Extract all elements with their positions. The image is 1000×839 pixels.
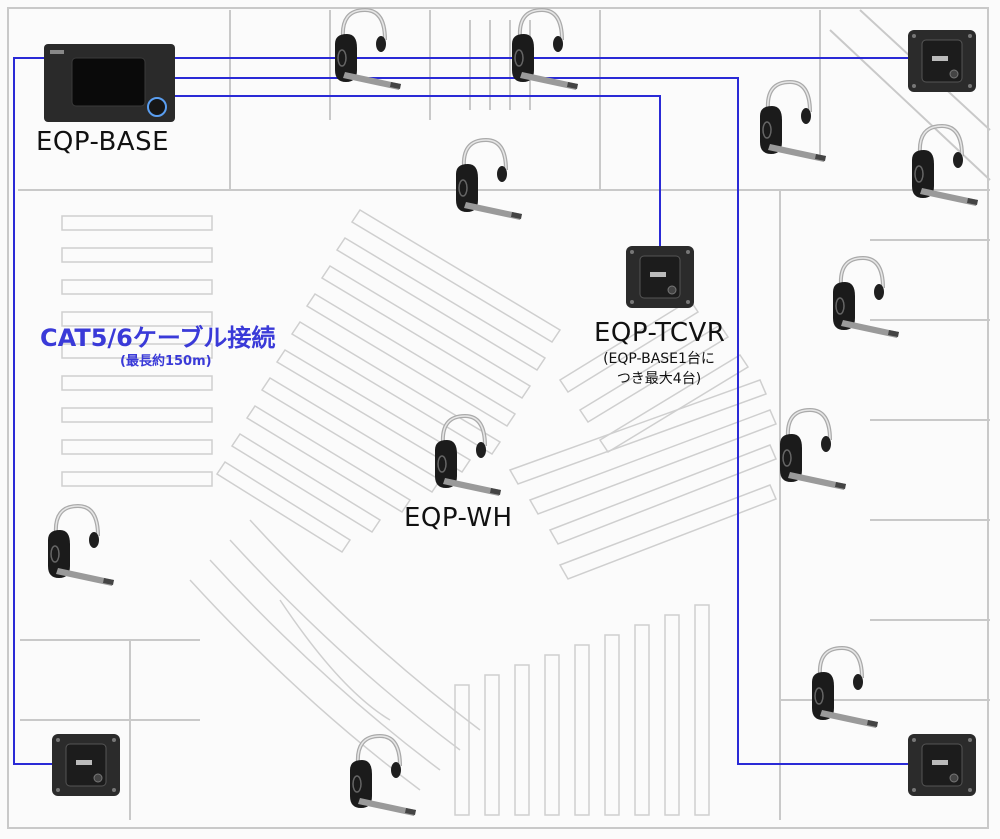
headset-icon (810, 646, 880, 730)
headset-icon (758, 80, 828, 164)
cable-label: CAT5/6ケーブル接続 (40, 324, 276, 352)
tcvr-label: EQP-TCVR (594, 318, 726, 348)
transceiver-icon (907, 29, 977, 93)
headset-icon (433, 414, 503, 498)
headset-icon (348, 734, 418, 818)
cable-note: (最長約150m) (120, 354, 212, 369)
headset-icon (454, 138, 524, 222)
base-label: EQP-BASE (36, 127, 170, 157)
transceiver-icon (625, 245, 695, 309)
transceiver-icon (51, 733, 121, 797)
transceiver-icon (907, 733, 977, 797)
headset-icon (778, 408, 848, 492)
headset-icon (46, 504, 116, 588)
cable-to-bottom-right-tcvr (175, 77, 910, 765)
headset-icon (910, 124, 980, 208)
headset-icon (831, 256, 901, 340)
headset-icon (510, 8, 580, 92)
tcvr-note-line1: (EQP-BASE1台に (603, 351, 715, 367)
cable-to-bottom-left-tcvr (13, 57, 56, 765)
headset-icon (333, 8, 403, 92)
headset-label: EQP-WH (404, 503, 513, 533)
tcvr-note-line2: つき最大4台) (616, 371, 702, 387)
base-station-icon (44, 44, 175, 122)
cable-to-middle-tcvr (175, 95, 661, 248)
